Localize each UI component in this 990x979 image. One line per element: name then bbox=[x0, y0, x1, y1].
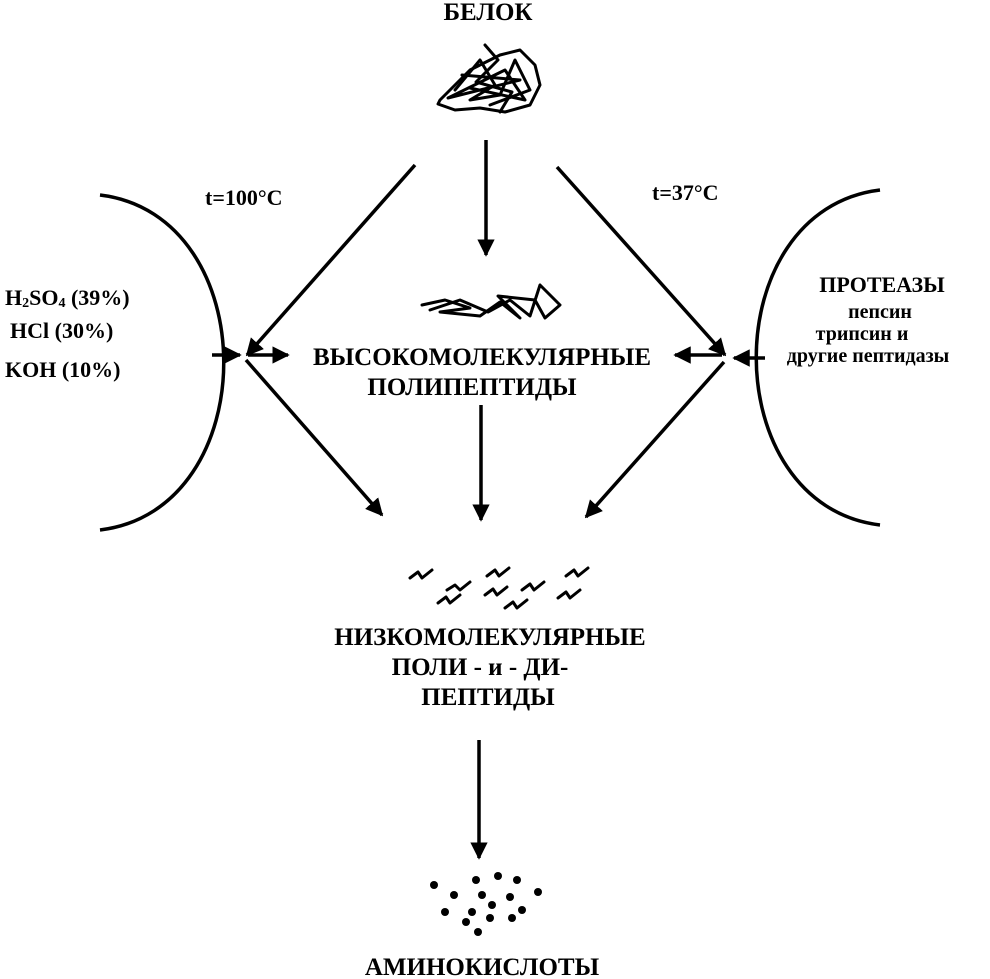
high-mw-polypeptides-line2: ПОЛИПЕПТИДЫ bbox=[367, 374, 577, 401]
arrow-right-node-to-low-mw bbox=[584, 360, 726, 519]
reagent-hcl: HCl (30%) bbox=[10, 318, 113, 343]
low-mw-peptides-line3: ПЕПТИДЫ bbox=[421, 684, 555, 711]
low-mw-peptides-line2: ПОЛИ - и - ДИ- bbox=[392, 654, 569, 681]
left-temperature: t=100°C bbox=[205, 185, 283, 210]
amino-acids-label: АМИНОКИСЛОТЫ bbox=[365, 954, 600, 979]
enzyme-trypsin: трипсин и bbox=[816, 323, 909, 345]
low-mw-peptides-line1: НИЗКОМОЛЕКУЛЯРНЫЕ bbox=[334, 624, 645, 651]
reagent-koh: KOH (10%) bbox=[5, 357, 121, 382]
amino-acids-dots-icon bbox=[430, 872, 542, 936]
enzymes-title: ПРОТЕАЗЫ bbox=[819, 272, 945, 297]
enzyme-other-peptidases: другие пептидазы bbox=[787, 345, 950, 367]
high-mw-polypeptides-line1: ВЫСОКОМОЛЕКУЛЯРНЫЕ bbox=[313, 344, 651, 371]
arrow-protein-to-left-node bbox=[245, 163, 417, 357]
reagent-h2so4: H2SO4 (39%) bbox=[5, 285, 130, 311]
right-temperature: t=37°C bbox=[652, 180, 719, 205]
protein-globule-icon bbox=[436, 43, 542, 114]
protein-label: БЕЛОК bbox=[443, 0, 532, 26]
small-peptides-icon bbox=[408, 566, 590, 610]
arrow-left-node-to-low-mw bbox=[244, 358, 384, 517]
left-bracket bbox=[99, 193, 226, 532]
enzyme-pepsin: пепсин bbox=[848, 301, 912, 323]
arrow-protein-to-right-node bbox=[555, 165, 727, 357]
polypeptide-chain-icon bbox=[420, 283, 562, 320]
